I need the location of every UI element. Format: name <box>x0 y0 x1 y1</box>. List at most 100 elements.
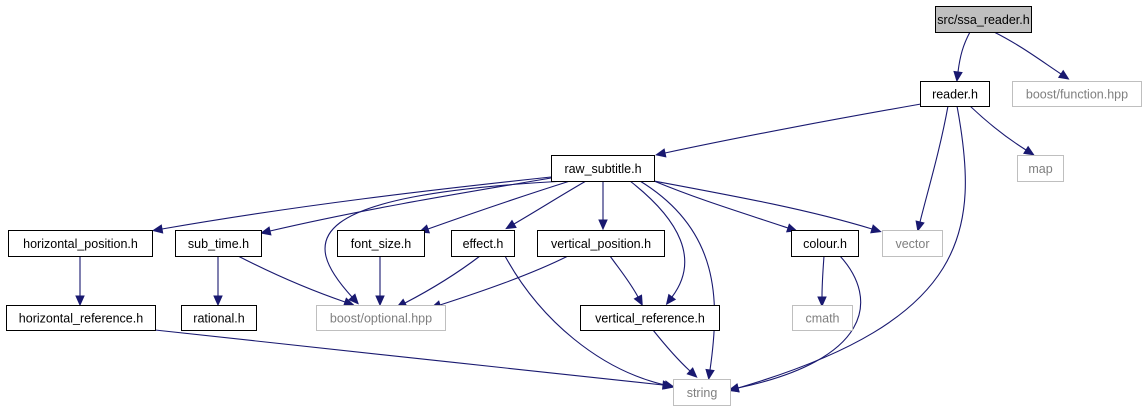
edge-raw-subtitle-to-effect-arrowhead <box>505 219 517 230</box>
edge-horizontal-reference-to-string-arrowhead <box>662 380 674 390</box>
edge-reader-to-raw-subtitle <box>664 103 922 154</box>
node-label-effect: effect.h <box>463 237 504 251</box>
edge-reader-to-raw-subtitle-arrowhead <box>654 148 667 158</box>
graph-nodes: src/ssa_reader.h reader.h boost/function.h… <box>6 6 1142 406</box>
edge-ssa-reader-to-reader <box>957 31 971 73</box>
node-ssa-reader: src/ssa_reader.h <box>935 6 1032 33</box>
edge-reader-to-map-arrowhead <box>1023 145 1035 156</box>
edge-raw-subtitle-to-sub-time <box>269 177 552 232</box>
node-box-boost-function <box>1012 81 1142 107</box>
edge-raw-subtitle-to-vertical-reference-arrowhead <box>665 293 677 306</box>
edge-raw-subtitle-to-vertical-position-arrowhead <box>598 219 608 231</box>
node-box-effect <box>451 230 515 257</box>
edge-raw-subtitle-to-string <box>639 180 716 371</box>
edge-vertical-position-to-vertical-reference <box>609 255 639 298</box>
node-boost-function: boost/function.hpp <box>1012 81 1142 107</box>
edge-sub-time-to-rational-arrowhead <box>213 295 223 307</box>
edge-raw-subtitle-to-effect <box>513 180 587 225</box>
node-font-size[interactable]: font_size.h <box>337 230 425 257</box>
edge-reader-to-vector <box>919 105 949 223</box>
node-label-map: map <box>1028 162 1052 176</box>
edge-effect-to-string <box>504 255 666 386</box>
edge-ssa-reader-to-reader-arrowhead <box>953 70 963 83</box>
node-label-raw-subtitle: raw_subtitle.h <box>564 162 641 176</box>
node-label-cmath: cmath <box>805 312 839 326</box>
node-label-horizontal-position: horizontal_position.h <box>23 237 138 251</box>
edge-raw-subtitle-to-vector <box>653 180 873 230</box>
edge-ssa-reader-to-boost-function <box>993 31 1062 75</box>
edge-sub-time-to-boost-optional <box>237 255 346 303</box>
node-label-font-size: font_size.h <box>351 237 412 251</box>
node-colour[interactable]: colour.h <box>791 230 859 257</box>
node-vertical-reference[interactable]: vertical_reference.h <box>580 305 720 331</box>
edge-horizontal-position-to-horizontal-reference-arrowhead <box>75 295 85 307</box>
edge-raw-subtitle-to-font-size <box>427 180 571 230</box>
edge-colour-to-cmath-arrowhead <box>817 296 827 308</box>
edge-vertical-position-to-vertical-reference-arrowhead <box>633 294 643 307</box>
node-box-map <box>1017 155 1064 182</box>
node-label-boost-function: boost/function.hpp <box>1026 88 1128 102</box>
node-box-sub-time <box>175 230 262 257</box>
node-label-vertical-position: vertical_position.h <box>551 237 651 251</box>
node-box-cmath <box>792 305 853 331</box>
edge-vertical-reference-to-string <box>652 329 691 372</box>
node-box-raw-subtitle <box>551 155 655 182</box>
node-vector: vector <box>882 230 943 257</box>
edge-raw-subtitle-to-boost-optional-arrowhead <box>348 293 359 305</box>
node-label-string: string <box>687 386 718 400</box>
edge-reader-to-map <box>969 105 1027 151</box>
node-box-vertical-position <box>537 230 665 257</box>
node-label-reader: reader.h <box>932 88 978 102</box>
node-rational[interactable]: rational.h <box>181 305 257 331</box>
edge-raw-subtitle-to-boost-optional <box>324 180 567 298</box>
node-box-colour <box>791 230 859 257</box>
node-box-horizontal-reference <box>6 305 156 331</box>
node-label-ssa-reader: src/ssa_reader.h <box>937 13 1029 27</box>
node-string: string <box>673 379 731 406</box>
edge-vertical-position-to-boost-optional <box>439 255 569 306</box>
edge-font-size-to-boost-optional-arrowhead <box>375 295 385 307</box>
edge-horizontal-reference-to-string <box>154 329 664 386</box>
edge-raw-subtitle-to-horizontal-position-arrowhead <box>151 224 164 234</box>
graph-edges <box>75 31 1070 393</box>
node-horizontal-position[interactable]: horizontal_position.h <box>8 230 153 257</box>
edge-colour-to-cmath <box>821 255 825 298</box>
edge-raw-subtitle-to-sub-time-arrowhead <box>260 226 272 236</box>
node-box-reader <box>920 81 990 107</box>
node-boost-optional: boost/optional.hpp <box>316 305 446 331</box>
node-box-vector <box>882 230 943 257</box>
node-box-string <box>673 379 731 406</box>
edge-colour-to-string-arrowhead <box>727 383 740 393</box>
edge-raw-subtitle-to-colour <box>653 180 789 229</box>
node-effect[interactable]: effect.h <box>451 230 515 257</box>
node-label-vertical-reference: vertical_reference.h <box>595 312 705 326</box>
node-vertical-position[interactable]: vertical_position.h <box>537 230 665 257</box>
edge-reader-to-vector-arrowhead <box>915 220 925 232</box>
node-map: map <box>1017 155 1064 182</box>
edge-vertical-reference-to-string-arrowhead <box>686 367 698 378</box>
node-label-rational: rational.h <box>193 312 244 326</box>
edge-raw-subtitle-to-vertical-reference <box>629 180 686 298</box>
node-label-colour: colour.h <box>803 237 847 251</box>
edge-raw-subtitle-to-horizontal-position <box>161 176 552 230</box>
node-box-ssa-reader <box>935 6 1032 33</box>
node-raw-subtitle[interactable]: raw_subtitle.h <box>551 155 655 182</box>
edge-effect-to-boost-optional <box>404 255 481 304</box>
edge-ssa-reader-to-boost-function-arrowhead <box>1057 69 1070 80</box>
node-label-vector: vector <box>895 237 929 251</box>
node-box-boost-optional <box>316 305 446 331</box>
node-label-sub-time: sub_time.h <box>188 237 249 251</box>
edge-raw-subtitle-to-vector-arrowhead <box>870 224 882 234</box>
node-sub-time[interactable]: sub_time.h <box>175 230 262 257</box>
node-cmath: cmath <box>792 305 853 331</box>
edge-raw-subtitle-to-string-arrowhead <box>705 368 715 381</box>
edge-colour-to-string <box>737 255 862 389</box>
node-box-rational <box>181 305 257 331</box>
node-box-vertical-reference <box>580 305 720 331</box>
node-box-horizontal-position <box>8 230 153 257</box>
node-box-font-size <box>337 230 425 257</box>
node-horizontal-reference[interactable]: horizontal_reference.h <box>6 305 156 331</box>
node-reader[interactable]: reader.h <box>920 81 990 107</box>
